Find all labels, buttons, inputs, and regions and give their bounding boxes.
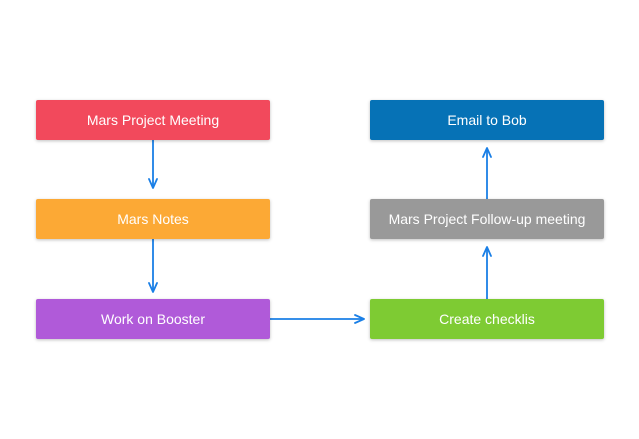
node-email-to-bob[interactable]: Email to Bob: [370, 100, 604, 140]
node-create-checklis[interactable]: Create checklis: [370, 299, 604, 339]
node-label: Email to Bob: [447, 112, 527, 128]
node-work-on-booster[interactable]: Work on Booster: [36, 299, 270, 339]
node-label: Mars Project Follow-up meeting: [388, 211, 586, 227]
node-mars-project-followup[interactable]: Mars Project Follow-up meeting: [370, 199, 604, 239]
node-label: Create checklis: [439, 311, 535, 327]
node-label: Mars Notes: [117, 211, 189, 227]
node-label: Mars Project Meeting: [86, 112, 220, 128]
node-mars-notes[interactable]: Mars Notes: [36, 199, 270, 239]
node-label: Work on Booster: [100, 311, 205, 327]
node-mars-project-meeting[interactable]: Mars Project Meeting: [36, 100, 270, 140]
